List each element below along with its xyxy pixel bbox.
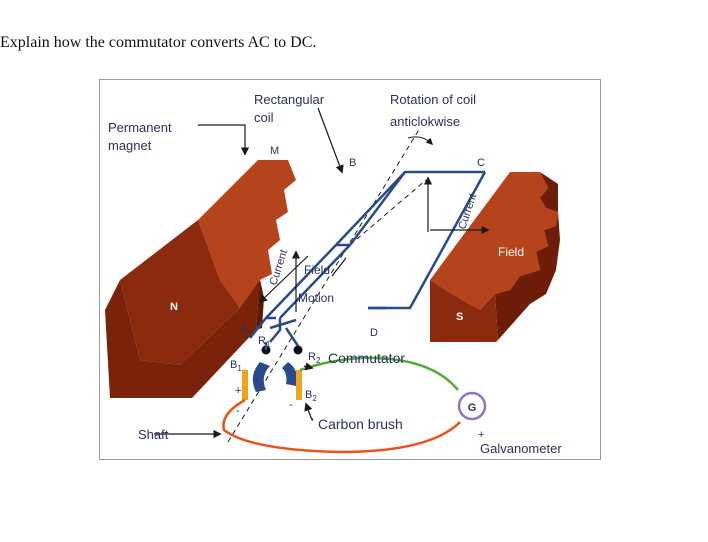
north-magnet-front xyxy=(105,280,260,398)
r1-label: R1 xyxy=(258,335,271,349)
south-magnet-front xyxy=(430,280,498,342)
question-text: Explain how the commutator converts AC t… xyxy=(0,34,317,51)
south-magnet-top xyxy=(430,172,558,310)
b2-label: B2 xyxy=(305,389,317,403)
corner-d-label: D xyxy=(370,327,378,339)
carbon-brush-b2 xyxy=(296,370,302,400)
b1-label: B1 xyxy=(230,359,242,373)
rectangular-coil-label-line2: coil xyxy=(254,110,274,125)
commutator-label: Commutator xyxy=(328,350,405,366)
corner-b-label: B xyxy=(349,157,356,169)
permanent-magnet-pointer xyxy=(198,124,250,156)
field-right-label: Field xyxy=(498,245,524,259)
north-pole-label: N xyxy=(170,301,178,313)
field-center-label: Field xyxy=(304,263,330,277)
south-magnet-side xyxy=(495,212,560,340)
shaft-axis-line xyxy=(227,127,421,443)
commutator xyxy=(252,327,303,392)
rotation-label-line2: anticlokwise xyxy=(390,114,460,129)
r2-contact xyxy=(293,345,303,355)
wire-green xyxy=(299,356,459,391)
corner-a-label: A xyxy=(240,324,248,336)
split-ring-r1 xyxy=(252,362,270,392)
split-ring-r2 xyxy=(282,362,297,386)
north-magnet xyxy=(105,160,296,398)
carbon-brush-label: Carbon brush xyxy=(318,416,403,432)
permanent-magnet-label-line2: magnet xyxy=(108,138,152,153)
motion-label: Motion xyxy=(298,291,334,305)
rectangular-coil-label: Rectangular xyxy=(254,92,325,107)
galvanometer-symbol: G xyxy=(468,402,477,414)
coil-side-ab xyxy=(265,244,351,319)
permanent-magnet-label: Permanent xyxy=(108,120,172,135)
r2-label: R2 xyxy=(308,351,321,365)
south-pole-label: S xyxy=(456,311,463,323)
wire-orange xyxy=(222,398,461,454)
carbon-brush-b1 xyxy=(242,370,248,400)
north-magnet-face xyxy=(120,220,240,365)
galvanometer-icon xyxy=(457,391,487,421)
minus-right-sign: - xyxy=(289,399,293,411)
plus-left-sign: + xyxy=(235,385,241,397)
dc-motor-diagram: G Permanent magnet Rectangular coil Rota… xyxy=(99,79,601,460)
rotation-label: Rotation of coil xyxy=(390,92,476,107)
coil-pointer xyxy=(317,107,344,174)
rotation-arrow-icon xyxy=(407,136,433,145)
plus-right-sign: + xyxy=(478,429,484,441)
minus-left-sign: - xyxy=(236,405,240,417)
north-magnet-top xyxy=(198,160,296,308)
commutator-pointer xyxy=(303,362,314,371)
rectangular-coil xyxy=(249,170,487,343)
shaft-label: Shaft xyxy=(138,427,169,442)
corner-m-label: M xyxy=(270,145,279,157)
carbon-brush-pointer xyxy=(304,402,313,421)
field-pointer xyxy=(331,257,347,277)
south-magnet xyxy=(430,172,560,342)
current-arrow-left xyxy=(258,255,309,304)
corner-c-label: C xyxy=(477,157,485,169)
galvanometer-label: Galvanometer xyxy=(480,441,562,456)
diagram-canvas: G Permanent magnet Rectangular coil Rota… xyxy=(105,92,562,456)
